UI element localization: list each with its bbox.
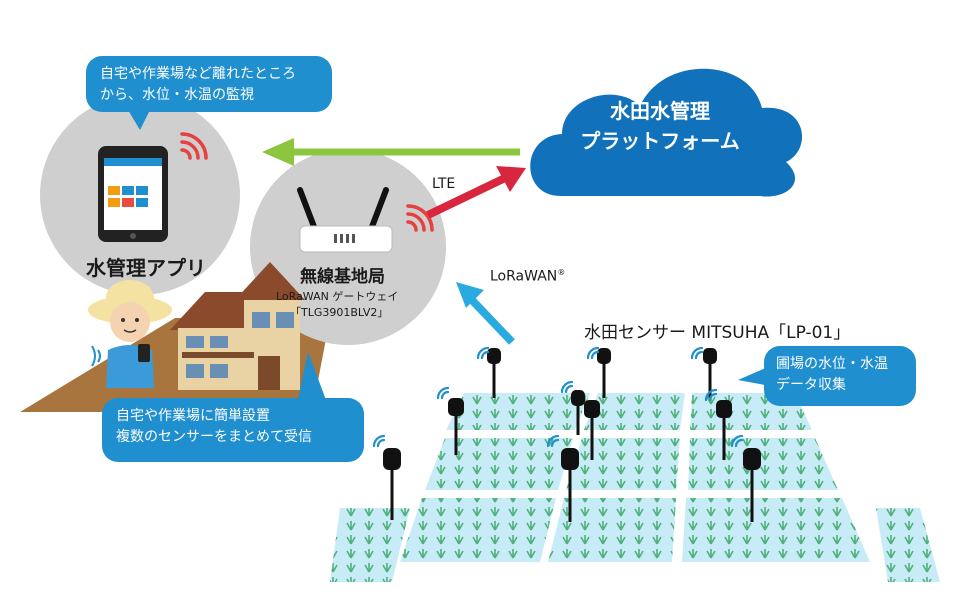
sensor-bubble-line-2: データ収集 <box>776 377 846 393</box>
paddy-fields <box>330 393 940 582</box>
lorawan-label-text: LoRaWAN <box>490 268 558 285</box>
gateway-title: 無線基地局 <box>300 267 385 287</box>
sensor-title: 水田センサー MITSUHA「LP-01」 <box>584 323 851 343</box>
app-label: 水管理アプリ <box>86 256 206 280</box>
signal-icon <box>180 132 208 160</box>
app-bubble: 自宅や作業場など離れたところ から、水位・水温の監視 <box>86 56 332 112</box>
app-bubble-line-1: 自宅や作業場など離れたところ <box>100 66 296 82</box>
tablet-icon <box>98 146 168 242</box>
sensor-bubble-line-1: 圃場の水位・水温 <box>776 356 888 372</box>
gateway-subtitle: LoRaWAN ゲートウェイ <box>276 290 399 303</box>
sensor-bubble: 圃場の水位・水温 データ収集 <box>764 346 916 406</box>
signal-icon <box>406 204 434 232</box>
gateway-bubble-line-1: 自宅や作業場に簡単設置 <box>116 408 270 424</box>
cloud-label: 水田水管理 プラットフォーム <box>560 96 760 156</box>
house-icon <box>170 262 305 390</box>
sensor-icon <box>383 348 761 522</box>
lorawan-arrow <box>456 282 515 345</box>
gateway-model: 「TLG3901BLV2」 <box>290 306 389 319</box>
gateway-bubble-line-2: 複数のセンサーをまとめて受信 <box>116 429 312 445</box>
farmer-icon <box>88 280 172 388</box>
lte-uplink-arrow <box>426 166 526 219</box>
gateway-bubble: 自宅や作業場に簡単設置 複数のセンサーをまとめて受信 <box>102 398 364 462</box>
sensor-bubble-tail <box>738 366 770 386</box>
gateway-bubble-tail <box>298 352 326 400</box>
lorawan-label: LoRaWAN® <box>490 268 565 285</box>
cloud-label-line-2: プラットフォーム <box>580 129 740 153</box>
registered-mark: ® <box>557 268 566 277</box>
app-downlink-arrow <box>262 138 520 166</box>
sensor-signal-icons <box>372 346 744 448</box>
app-bubble-line-2: から、水位・水温の監視 <box>100 87 254 103</box>
app-bubble-tail <box>128 110 150 130</box>
lte-label: LTE <box>432 176 456 192</box>
cloud-icon <box>530 68 803 197</box>
cloud-label-line-1: 水田水管理 <box>610 99 710 123</box>
router-icon <box>297 187 393 253</box>
